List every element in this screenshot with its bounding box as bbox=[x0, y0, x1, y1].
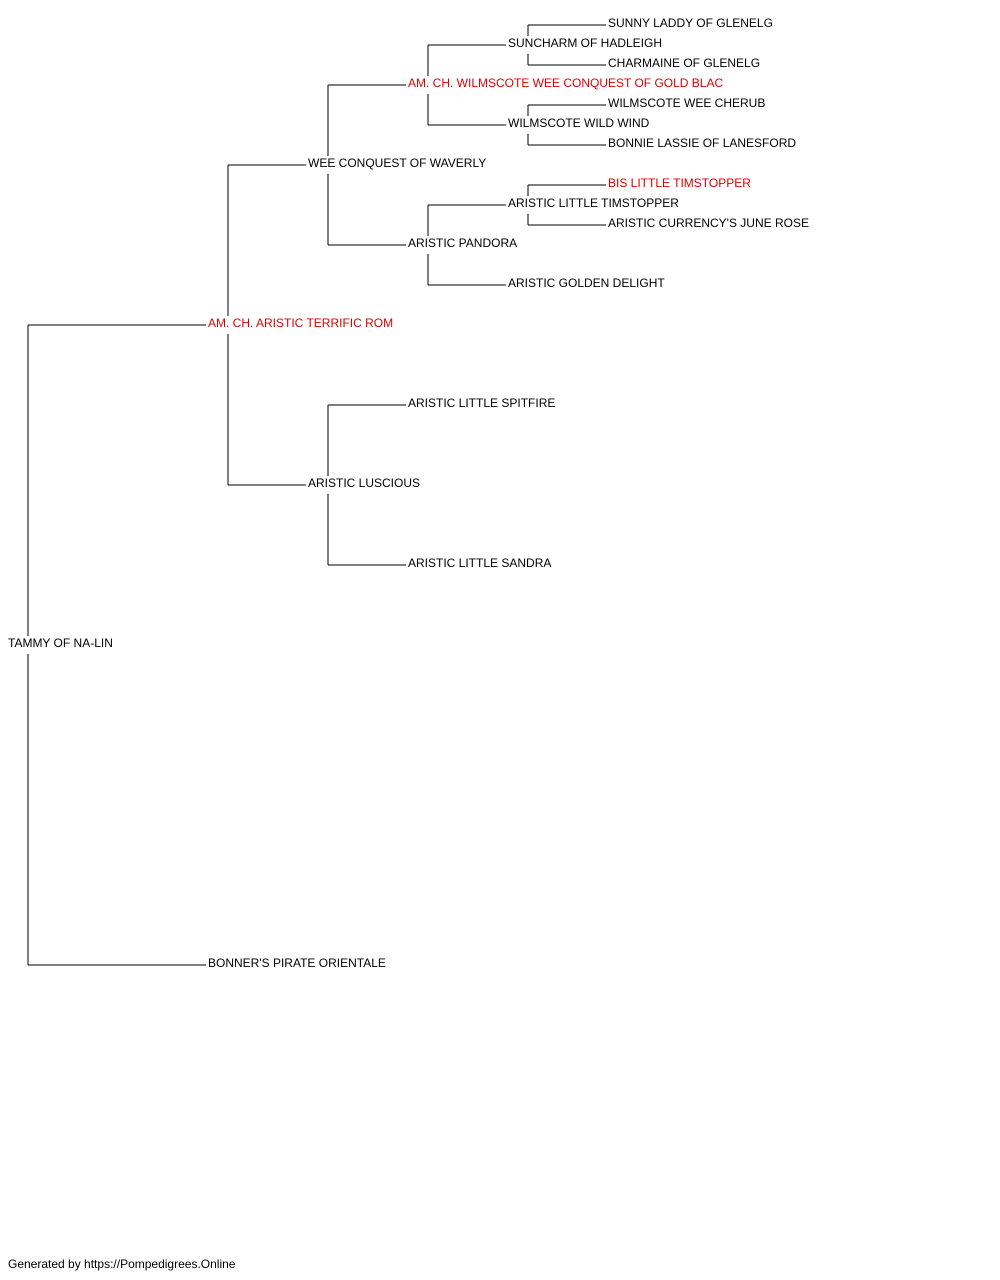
name-labels: TAMMY OF NA-LIN AM. CH. ARISTIC TERRIFIC … bbox=[8, 16, 809, 970]
dog-name-sss-sire: SUNCHARM OF HADLEIGH bbox=[508, 36, 662, 50]
dog-name-ssd-sire-sire: BIS LITTLE TIMSTOPPER bbox=[608, 176, 751, 190]
dog-name-sire-sire-dam: ARISTIC PANDORA bbox=[408, 236, 517, 250]
dog-name-ssd-dam: ARISTIC GOLDEN DELIGHT bbox=[508, 276, 665, 290]
dog-name-sss-sire-sire: SUNNY LADDY OF GLENELG bbox=[608, 16, 773, 30]
dog-name-ssd-sire: ARISTIC LITTLE TIMSTOPPER bbox=[508, 196, 679, 210]
connector-lines bbox=[27, 24, 606, 966]
dog-name-sire: AM. CH. ARISTIC TERRIFIC ROM bbox=[208, 316, 393, 330]
dog-name-sire-sire-sire: AM. CH. WILMSCOTE WEE CONQUEST OF GOLD B… bbox=[408, 76, 723, 90]
dog-name-sss-dam-sire: WILMSCOTE WEE CHERUB bbox=[608, 96, 765, 110]
dog-name-dam: BONNER'S PIRATE ORIENTALE bbox=[208, 956, 386, 970]
footer-credit: Generated by https://Pompedigrees.Online bbox=[8, 1257, 236, 1271]
dog-name-sire-dam: ARISTIC LUSCIOUS bbox=[308, 476, 420, 490]
dog-name-sss-sire-dam: CHARMAINE OF GLENELG bbox=[608, 56, 760, 70]
dog-name-sss-dam-dam: BONNIE LASSIE OF LANESFORD bbox=[608, 136, 796, 150]
dog-name-sire-sire: WEE CONQUEST OF WAVERLY bbox=[308, 156, 486, 170]
dog-name-sire-dam-dam: ARISTIC LITTLE SANDRA bbox=[408, 556, 551, 570]
dog-name-subject: TAMMY OF NA-LIN bbox=[8, 636, 113, 650]
dog-name-sire-dam-sire: ARISTIC LITTLE SPITFIRE bbox=[408, 396, 555, 410]
dog-name-ssd-sire-dam: ARISTIC CURRENCY'S JUNE ROSE bbox=[608, 216, 809, 230]
dog-name-sss-dam: WILMSCOTE WILD WIND bbox=[508, 116, 650, 130]
